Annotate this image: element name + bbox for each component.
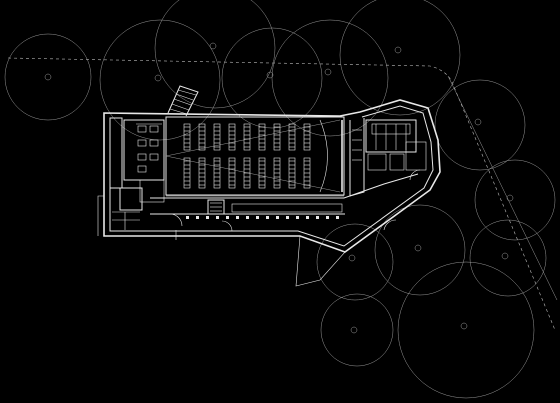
seat-row bbox=[198, 123, 206, 151]
projection-room bbox=[109, 117, 165, 230]
exterior-stair bbox=[167, 85, 199, 117]
site-boundary bbox=[7, 57, 558, 331]
column bbox=[206, 216, 209, 219]
tree bbox=[221, 27, 323, 129]
column bbox=[216, 216, 219, 219]
seat-row bbox=[258, 123, 266, 151]
column bbox=[246, 216, 249, 219]
tree bbox=[339, 0, 461, 116]
column bbox=[226, 216, 229, 219]
column bbox=[286, 216, 289, 219]
column bbox=[336, 216, 339, 219]
seat-row bbox=[273, 123, 281, 151]
tree bbox=[469, 219, 547, 297]
seat-row bbox=[183, 123, 191, 151]
terrace bbox=[97, 195, 346, 287]
tree bbox=[154, 0, 276, 109]
column bbox=[256, 216, 259, 219]
cinema-seating bbox=[183, 123, 311, 189]
column bbox=[266, 216, 269, 219]
building-outline bbox=[103, 99, 441, 253]
tree bbox=[4, 33, 92, 121]
tree bbox=[374, 204, 466, 296]
seat-row bbox=[243, 123, 251, 151]
column bbox=[186, 216, 189, 219]
auditorium bbox=[165, 116, 345, 197]
tree bbox=[434, 79, 526, 171]
column bbox=[306, 216, 309, 219]
column bbox=[196, 216, 199, 219]
right-wing bbox=[349, 118, 427, 231]
tree bbox=[99, 19, 221, 141]
column bbox=[326, 216, 329, 219]
seat-row bbox=[303, 123, 311, 151]
trees bbox=[4, 0, 556, 399]
column bbox=[236, 216, 239, 219]
tree bbox=[397, 261, 535, 399]
tree bbox=[474, 159, 556, 241]
tree bbox=[271, 19, 389, 137]
seat-row bbox=[228, 123, 236, 151]
tree bbox=[316, 223, 394, 301]
column bbox=[296, 216, 299, 219]
tree bbox=[320, 293, 394, 367]
column bbox=[316, 216, 319, 219]
lobby-columns bbox=[186, 216, 339, 219]
seat-row bbox=[288, 123, 296, 151]
seat-row bbox=[213, 123, 221, 151]
column bbox=[276, 216, 279, 219]
